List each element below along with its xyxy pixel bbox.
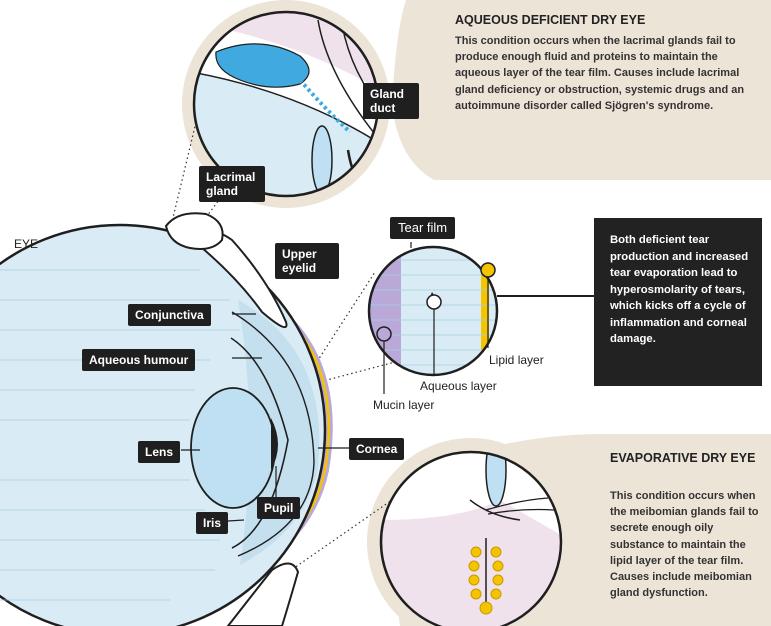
tear-film-circle	[369, 240, 594, 394]
aqueous-panel-title: AQUEOUS DEFICIENT DRY EYE	[455, 12, 755, 28]
hyperosmolarity-text: Both deficient tear production and incre…	[610, 234, 748, 345]
conjunctiva-label: Conjunctiva	[128, 304, 211, 326]
evaporative-panel-text: This condition occurs when the meibomian…	[610, 488, 765, 601]
lens-shape	[191, 388, 275, 508]
evaporative-panel-title: EVAPORATIVE DRY EYE	[610, 450, 760, 466]
tear-film-label: Tear film	[390, 217, 455, 239]
upper-eyelid-label: Upper eyelid	[275, 243, 339, 279]
aqueous-layer-label: Aqueous layer	[420, 379, 497, 393]
aqueous-panel-text: This condition occurs when the lacrimal …	[455, 33, 755, 114]
lipid-layer-label: Lipid layer	[489, 353, 544, 367]
lacrimal-gland-label: Lacrimal gland	[199, 166, 265, 202]
eye-title: EYE	[14, 237, 38, 251]
gland-duct-label: Gland duct	[363, 83, 419, 119]
pupil-label: Pupil	[257, 497, 300, 519]
cornea-label: Cornea	[349, 438, 404, 460]
mucin-layer-label: Mucin layer	[373, 398, 434, 412]
iris-label: Iris	[196, 512, 228, 534]
lens-label: Lens	[138, 441, 180, 463]
aqueous-humour-label: Aqueous humour	[82, 349, 195, 371]
hyperosmolarity-box: Both deficient tear production and incre…	[594, 218, 762, 386]
